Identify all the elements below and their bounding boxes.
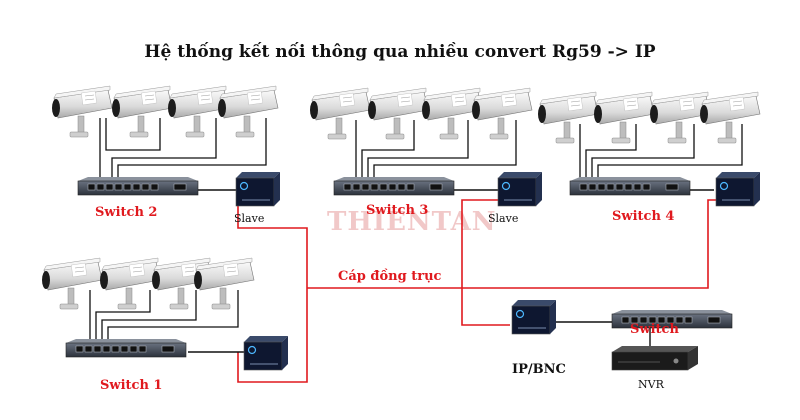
camera-icon [593,91,655,144]
nvr-label: NVR [638,378,665,391]
camera-icon [367,87,429,140]
switch-icon [77,176,199,196]
camera-cables-switch-2 [99,118,267,188]
watermark-text: THIENTAN [327,207,497,237]
camera-icon [193,257,255,310]
camera-icon [99,257,161,310]
switch-icon [65,338,187,358]
ip-bnc-converter-icon [511,299,557,335]
group-switch-1: Switch 1 [41,257,289,393]
slave-converter-icon [235,171,281,207]
nvr-group: NVR [611,346,698,391]
slave-converter-icon [497,171,543,207]
main-switch-group: Switch [611,309,733,337]
switch-3-label: Switch 3 [366,203,428,218]
ip-bnc-group: IP/BNC [511,299,566,377]
ip-bnc-label: IP/BNC [512,362,566,377]
group-switch-2: Switch 2 Slave [51,85,281,225]
camera-icon [217,85,279,138]
coax-switch2-switch1 [237,182,308,383]
switch-4-label: Switch 4 [612,209,674,224]
switch-2-label: Switch 2 [95,205,157,220]
switch-1-label: Switch 1 [100,378,162,393]
camera-icon [699,91,761,144]
camera-icon [537,91,599,144]
group-switch-4: Switch 4 [537,91,761,224]
camera-icon [309,87,371,140]
group-switch-3: Switch 3 Slave [309,87,543,225]
camera-icon [111,85,173,138]
switch-icon [333,176,455,196]
converter-icon [715,171,761,207]
coax-trunk-to-ipbnc [461,288,510,326]
coax-cable-label: Cáp đồng trục [338,268,442,284]
switch-icon [569,176,691,196]
camera-cables-switch-1 [89,290,239,350]
diagram-title: Hệ thống kết nối thông qua nhiều convert… [144,42,655,62]
main-switch-label: Switch [630,322,679,337]
camera-icon [41,257,103,310]
slave-label: Slave [488,212,518,225]
nvr-top [612,346,698,352]
converter-icon [243,335,289,371]
camera-icon [51,85,113,138]
camera-icon [471,87,533,140]
slave-label: Slave [234,212,264,225]
coax-switch3-trunk [461,199,500,288]
camera-cables-switch-3 [355,120,517,188]
